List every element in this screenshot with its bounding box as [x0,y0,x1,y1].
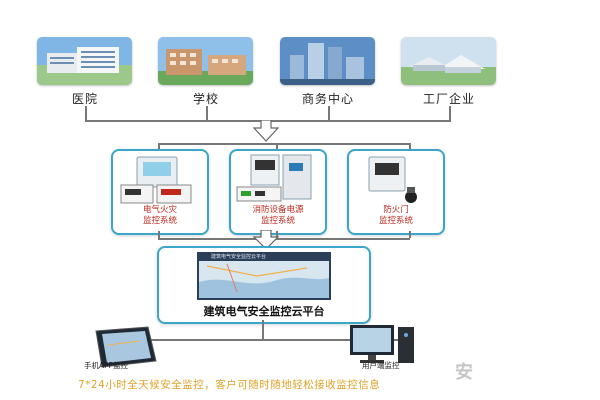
category-label-factory: 工厂企业 [422,92,475,106]
hospital-building-icon [37,37,132,85]
factory-photo [401,37,496,85]
mobile-app-device-icon [95,326,157,368]
system-label-electrical-fire: 电气火灾 监控系统 [142,205,177,226]
electrical-fire-monitor-box: 电气火灾 监控系统 [111,149,209,235]
business-center-photo [280,37,375,85]
fire-door-device-icon [368,156,417,203]
category-label-school: 学校 [192,92,219,106]
fire-equipment-power-monitor-box: 消防设备电源 监控系统 [229,149,327,235]
footer-note: 7*24小时全天候安全监控，客户可随时随地轻松接收监控信息 [78,379,381,391]
connector-line [276,231,278,238]
platform-screen-header: 建筑电气安全监控云平台 [211,254,267,260]
business-center-icon [280,37,375,85]
app-monitor-label: 手机APP监控 [84,361,129,370]
fire-door-monitor-box: 防火门 监控系统 [347,149,445,235]
category-label-business: 商务中心 [301,92,354,106]
connector-line [206,106,208,120]
connector-line [449,106,451,120]
fire-power-device-icon [236,154,312,202]
connector-line [118,339,398,341]
category-label-hospital: 医院 [71,92,98,106]
system-label-fire-door: 防火门 监控系统 [378,205,413,226]
system-label-fire-power: 消防设备电源 监控系统 [252,205,304,226]
connector-line [158,143,410,145]
connector-line [158,238,410,240]
down-arrow-icon [253,230,279,250]
connector-line [85,106,87,120]
watermark: 安 [455,362,474,383]
connector-line [262,320,264,339]
connector-line [409,143,411,149]
platform-map-screen [197,252,331,300]
connector-line [158,143,160,149]
cloud-platform-box: 建筑电气安全监控云平台 建筑电气安全监控云平台 [157,246,371,324]
school-building-icon [158,37,253,85]
platform-title: 建筑电气安全监控云平台 [203,305,325,318]
factory-enterprise-icon [401,37,496,85]
connector-line [158,231,160,238]
school-photo [158,37,253,85]
connector-line [328,106,330,120]
connector-line [276,143,278,149]
electrical-fire-device-icon [120,156,192,204]
desktop-computer-icon [350,325,414,363]
down-arrow-icon [253,120,279,142]
connector-line [409,231,411,238]
hospital-photo [37,37,132,85]
desktop-monitor-label: 用户端监控 [362,361,400,370]
